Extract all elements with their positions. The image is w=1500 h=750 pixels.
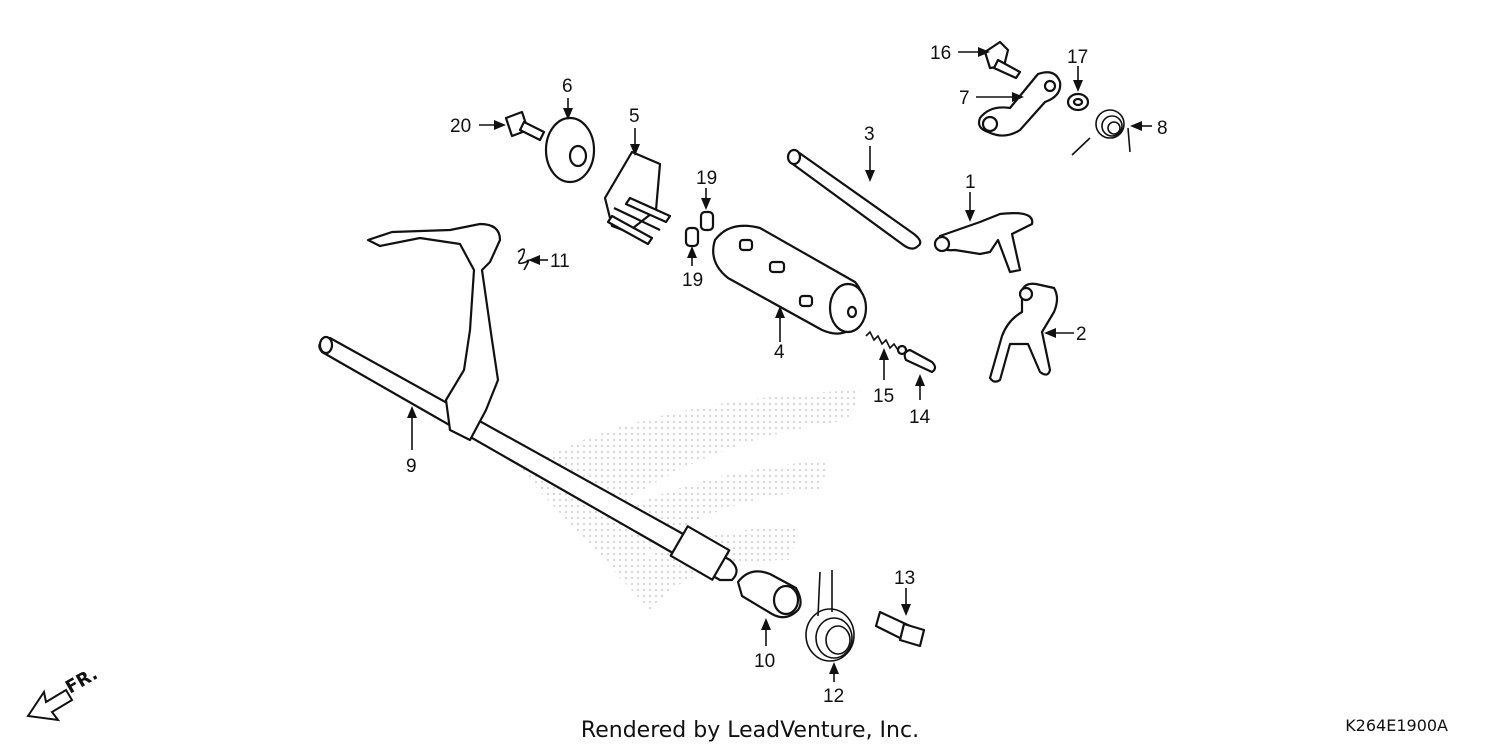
callout-8[interactable]: 8 [1157, 118, 1168, 139]
callout-9[interactable]: 9 [406, 456, 417, 477]
part-8-spring[interactable] [1071, 109, 1131, 156]
callout-15[interactable]: 15 [873, 386, 894, 407]
callout-14[interactable]: 14 [909, 407, 931, 428]
part-6-stopper-plate[interactable] [544, 116, 596, 184]
front-direction-indicator: FR. [26, 663, 101, 722]
callout-10[interactable]: 10 [754, 651, 775, 672]
part-10-collar[interactable] [736, 570, 802, 619]
part-20-bolt[interactable] [504, 110, 546, 142]
part-4-shift-drum[interactable] [712, 224, 868, 335]
part-16-bolt[interactable] [983, 40, 1022, 80]
watermark-wing-icon [520, 390, 860, 610]
callout-5[interactable]: 5 [629, 106, 640, 127]
part-11-spring[interactable] [517, 248, 530, 271]
part-5-guide-plate[interactable] [603, 150, 672, 246]
callout-19-upper[interactable]: 19 [696, 168, 717, 189]
part-7-stopper-arm[interactable] [977, 71, 1062, 137]
callout-2[interactable]: 2 [1076, 324, 1087, 345]
part-13-bolt[interactable] [874, 610, 926, 648]
diagram-code: K264E1900A [1345, 716, 1448, 735]
part-2-shift-fork[interactable] [988, 282, 1059, 383]
rendered-by-credit: Rendered by LeadVenture, Inc. [580, 718, 920, 743]
part-15-spring[interactable] [865, 330, 908, 356]
part-1-shift-fork[interactable] [933, 212, 1034, 274]
part-19-pin-lower[interactable] [684, 226, 700, 248]
part-17-washer[interactable] [1066, 92, 1090, 112]
callout-6[interactable]: 6 [562, 76, 573, 97]
callout-17[interactable]: 17 [1067, 47, 1088, 68]
callout-4[interactable]: 4 [774, 342, 785, 363]
callout-1[interactable]: 1 [965, 172, 976, 193]
arrow-left-down-icon [26, 688, 74, 722]
leader-lines [407, 47, 1152, 682]
callout-labels: 16 17 7 8 1 2 3 4 5 6 20 19 19 11 15 14 … [406, 43, 1168, 707]
part-9-gearshift-spindle[interactable] [318, 222, 738, 582]
callout-12[interactable]: 12 [823, 686, 844, 707]
part-3-fork-shaft[interactable] [786, 148, 922, 250]
part-14-pin[interactable] [903, 348, 937, 374]
callout-20[interactable]: 20 [450, 116, 471, 137]
part-19-pin-upper[interactable] [699, 210, 715, 232]
callout-11[interactable]: 11 [550, 251, 570, 272]
watermark [520, 390, 860, 610]
callout-16[interactable]: 16 [930, 43, 951, 64]
callout-7[interactable]: 7 [959, 88, 970, 109]
part-12-return-spring[interactable] [805, 570, 855, 662]
callout-13[interactable]: 13 [894, 568, 915, 589]
callout-19-lower[interactable]: 19 [682, 270, 703, 291]
callout-3[interactable]: 3 [864, 124, 875, 145]
